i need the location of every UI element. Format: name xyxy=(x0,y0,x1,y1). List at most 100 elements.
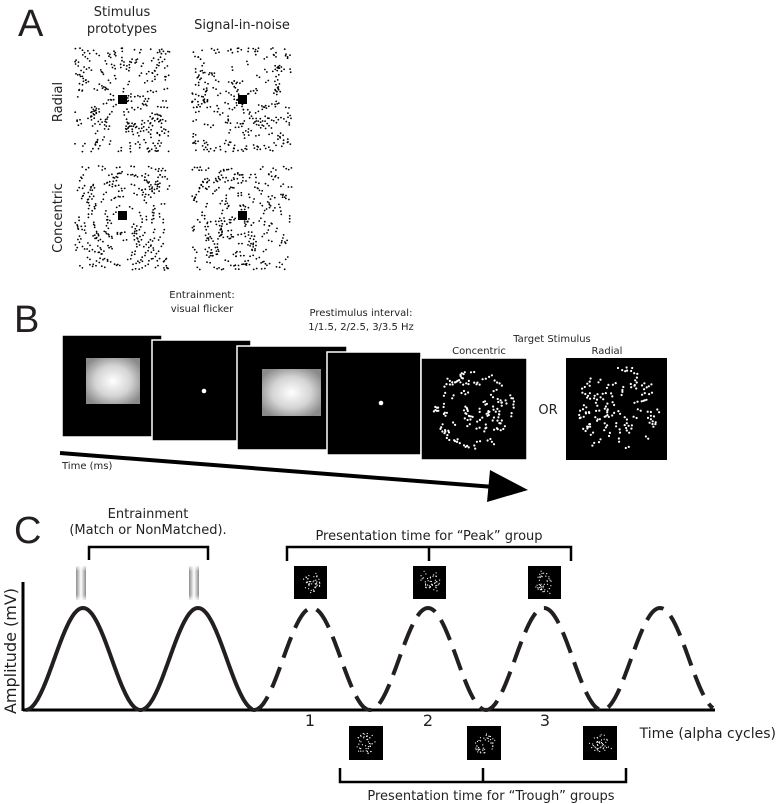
glass-dot xyxy=(229,221,232,224)
glass-dot xyxy=(435,575,437,578)
glass-dot xyxy=(426,584,428,586)
glass-dot xyxy=(286,138,289,141)
glass-dot xyxy=(205,205,208,208)
glass-dot xyxy=(129,141,131,144)
glass-dot xyxy=(602,744,604,746)
glass-dot xyxy=(463,417,466,420)
glass-dot xyxy=(606,739,608,741)
glass-dot xyxy=(105,121,108,124)
glass-dot xyxy=(109,261,112,263)
glass-dot xyxy=(439,427,442,430)
glass-dot xyxy=(283,196,286,199)
glass-dot xyxy=(537,587,539,589)
glass-dot xyxy=(600,734,602,736)
glass-dot xyxy=(441,423,444,426)
glass-dot xyxy=(243,134,246,136)
glass-dot xyxy=(82,71,85,74)
glass-dot xyxy=(212,86,215,89)
glass-dot xyxy=(74,60,76,63)
glass-dot xyxy=(87,242,89,244)
glass-dot xyxy=(587,425,590,428)
glass-dot xyxy=(160,169,163,172)
glass-dot xyxy=(279,137,282,139)
glass-dot xyxy=(118,264,121,267)
glass-dot xyxy=(313,576,315,578)
glass-dot xyxy=(366,735,368,737)
glass-dot xyxy=(140,238,143,241)
screen-target-concentric xyxy=(420,357,528,461)
glass-dot xyxy=(270,240,273,243)
glass-dot xyxy=(210,47,213,50)
glass-dot xyxy=(93,205,96,208)
glass-dot xyxy=(479,748,481,751)
alpha-oscillation-wave xyxy=(251,605,715,713)
glass-dot xyxy=(288,122,291,124)
glass-dot xyxy=(270,127,273,129)
glass-dot xyxy=(140,189,143,192)
glass-dot xyxy=(203,62,205,64)
glass-dot xyxy=(369,745,371,747)
glass-dot xyxy=(540,583,542,585)
glass-dot xyxy=(606,424,609,427)
glass-dot xyxy=(214,177,217,180)
glass-dot xyxy=(269,204,272,207)
glass-dot xyxy=(94,123,96,125)
concentric-prototype-pattern xyxy=(74,165,171,271)
glass-dot xyxy=(159,56,162,59)
glass-dot xyxy=(103,230,106,233)
glass-dot xyxy=(191,100,194,103)
glass-dot xyxy=(134,143,137,145)
glass-dot xyxy=(209,254,212,257)
glass-dot xyxy=(167,267,170,270)
glass-dot xyxy=(489,735,492,738)
glass-dot xyxy=(163,106,166,108)
glass-dot xyxy=(111,66,114,69)
glass-dot xyxy=(226,207,229,210)
glass-dot xyxy=(220,234,222,237)
glass-dot xyxy=(543,572,545,574)
glass-dot xyxy=(261,108,264,111)
glass-dot xyxy=(153,237,156,240)
glass-dot xyxy=(197,190,200,193)
glass-dot xyxy=(154,144,156,147)
glass-dot xyxy=(214,79,217,81)
glass-dot xyxy=(643,382,646,385)
glass-dot xyxy=(159,182,161,185)
radial-target-pattern xyxy=(578,366,661,450)
glass-dot xyxy=(648,393,651,396)
glass-dot xyxy=(495,427,498,430)
glass-dot xyxy=(606,402,609,405)
glass-dot xyxy=(236,90,238,93)
glass-dot xyxy=(107,244,109,247)
glass-dot xyxy=(219,170,222,173)
glass-dot xyxy=(642,399,645,402)
glass-dot xyxy=(149,89,152,92)
glass-dot xyxy=(216,104,219,107)
glass-dot xyxy=(150,128,153,131)
glass-dot xyxy=(199,105,202,108)
glass-dot xyxy=(537,576,539,578)
glass-dot xyxy=(476,381,479,384)
glass-dot xyxy=(269,149,272,152)
glass-dot xyxy=(228,237,231,240)
glass-dot xyxy=(243,120,246,122)
glass-dot xyxy=(83,66,85,68)
glass-dot xyxy=(90,119,93,121)
glass-dot xyxy=(105,232,108,235)
glass-dot xyxy=(316,575,318,577)
glass-dot xyxy=(230,218,232,221)
glass-dot xyxy=(621,388,624,392)
panel-a-letter: A xyxy=(18,3,44,45)
glass-dot xyxy=(126,97,129,99)
glass-dot xyxy=(596,748,598,751)
glass-dot xyxy=(275,116,277,119)
glass-dot xyxy=(364,745,367,747)
glass-dot xyxy=(539,576,542,578)
glass-dot xyxy=(111,183,114,186)
glass-dot xyxy=(127,122,130,124)
glass-dot xyxy=(196,218,199,221)
glass-dot xyxy=(541,576,543,578)
glass-dot xyxy=(80,122,83,125)
glass-dot xyxy=(133,238,136,241)
glass-dot xyxy=(95,107,98,110)
